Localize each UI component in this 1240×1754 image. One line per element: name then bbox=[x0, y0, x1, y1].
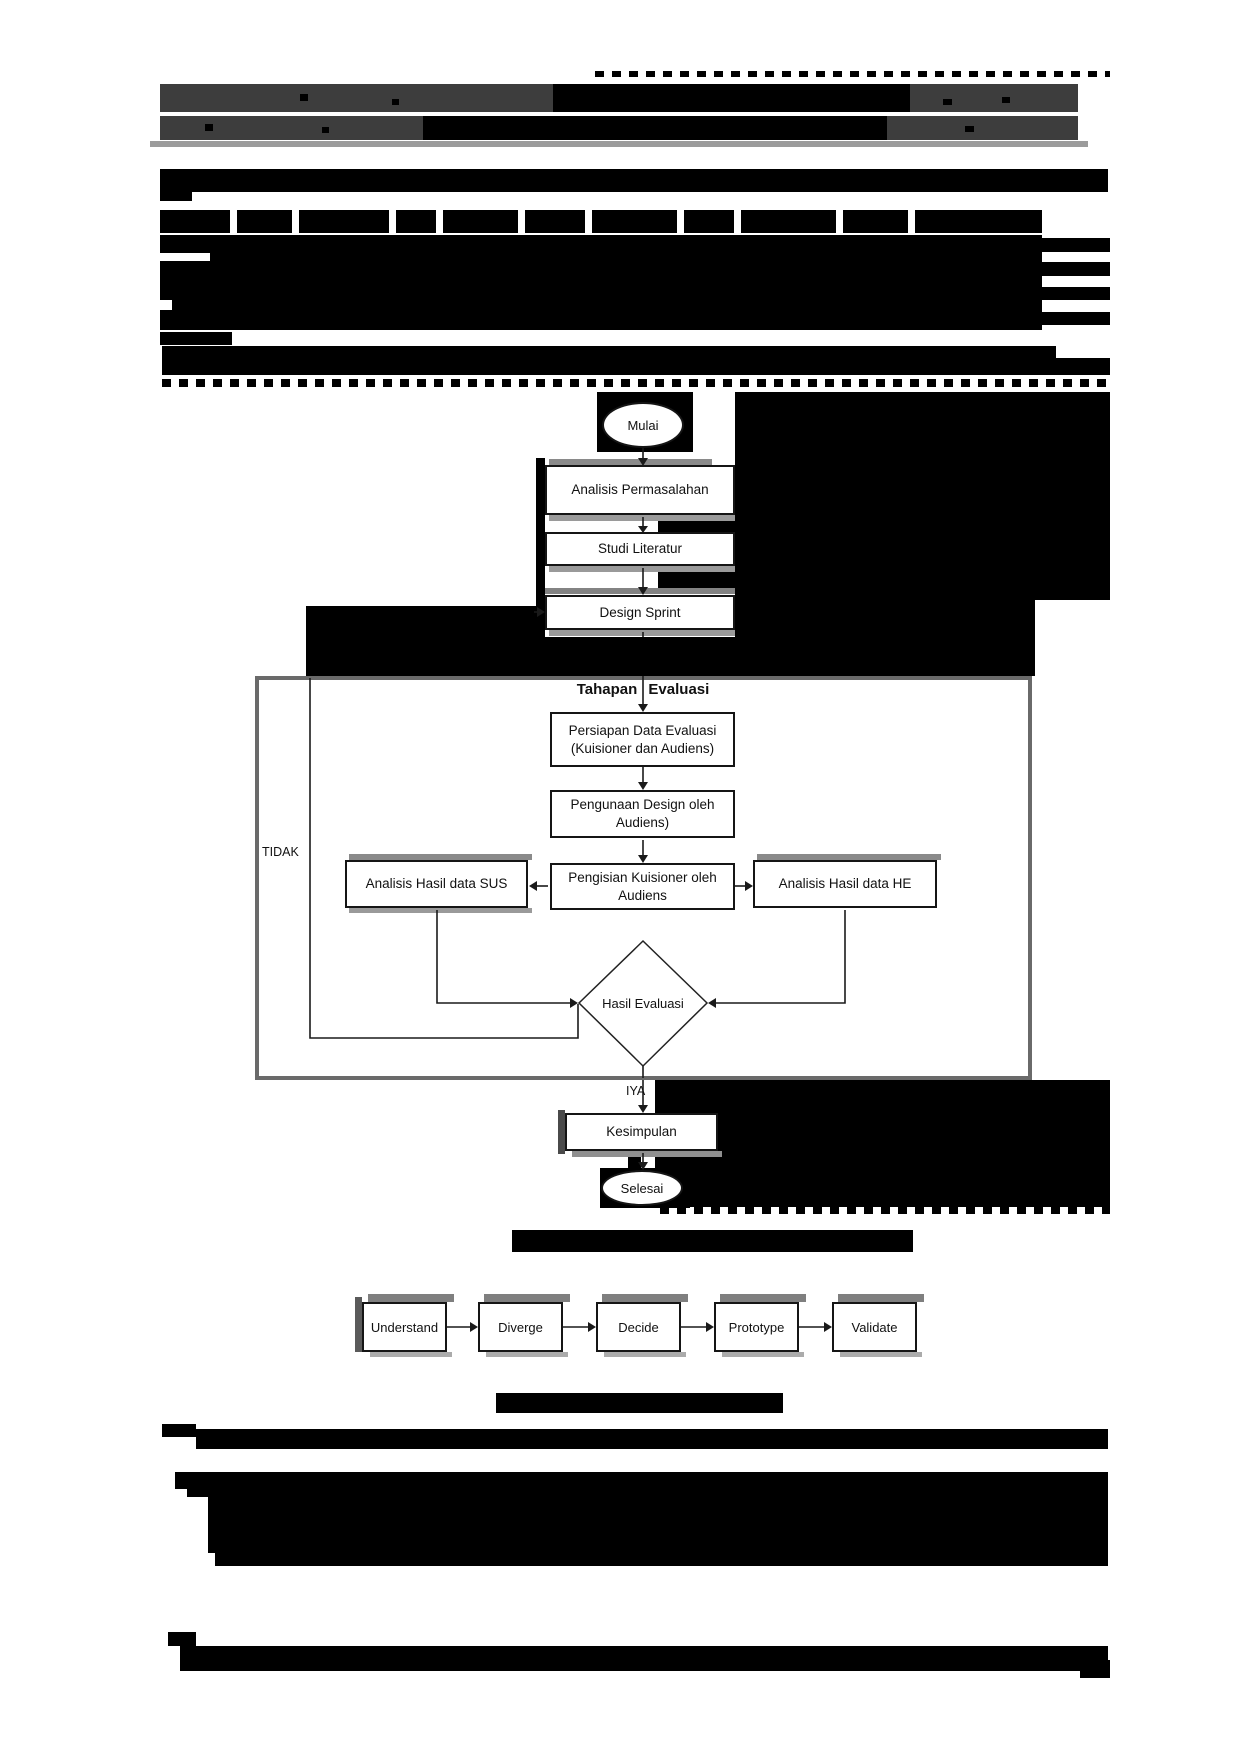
redacted-header-dashes bbox=[595, 71, 1110, 77]
redacted-issn-block2 bbox=[887, 116, 1078, 140]
step-analisis-permasalahan: Analisis Permasalahan bbox=[545, 465, 735, 515]
redacted-box-left-strip bbox=[536, 458, 545, 637]
end-node: Selesai bbox=[601, 1170, 683, 1206]
start-label: Mulai bbox=[627, 417, 659, 433]
redacted-journal-name bbox=[160, 84, 553, 112]
decision-label: Hasil Evaluasi bbox=[602, 996, 684, 1011]
box-analisis-sus: Analisis Hasil data SUS bbox=[345, 860, 528, 908]
start-node: Mulai bbox=[602, 402, 684, 448]
redacted-paragraph-a bbox=[196, 1429, 1108, 1449]
label-tidak: TIDAK bbox=[262, 845, 299, 859]
sprint-stage-understand: Understand bbox=[362, 1302, 447, 1352]
redacted-paragraph-c-end bbox=[1080, 1660, 1110, 1678]
step-pengisian-kuisioner: Pengisian Kuisioner oleh Audiens bbox=[550, 863, 735, 910]
sprint-stage-prototype: Prototype bbox=[714, 1302, 799, 1352]
redacted-figure1-caption bbox=[512, 1230, 913, 1252]
step-pengunaan-design: Pengunaan Design oleh Audiens) bbox=[550, 790, 735, 838]
redacted-abstract bbox=[160, 235, 1042, 330]
redacted-paragraph-b1 bbox=[175, 1472, 1108, 1489]
decision-diamond bbox=[577, 939, 709, 1068]
box-analisis-he: Analisis Hasil data HE bbox=[753, 860, 937, 908]
step-kesimpulan: Kesimpulan bbox=[565, 1113, 718, 1151]
redacted-paragraph-a-tab bbox=[162, 1424, 196, 1437]
redacted-paragraph-c-tab bbox=[168, 1632, 196, 1646]
step-studi-literatur: Studi Literatur bbox=[545, 532, 735, 566]
redacted-paragraph-c bbox=[180, 1646, 1108, 1671]
header-rule bbox=[150, 141, 1088, 147]
sprint-stage-validate: Validate bbox=[832, 1302, 917, 1352]
step-design-sprint: Design Sprint bbox=[545, 595, 735, 630]
end-label: Selesai bbox=[620, 1180, 664, 1196]
redacted-paragraph-band bbox=[162, 346, 1110, 375]
redacted-block-right-of-iya bbox=[655, 1080, 1110, 1207]
redacted-issn-block bbox=[910, 84, 1078, 112]
redacted-header-bar2 bbox=[423, 116, 887, 140]
redacted-header-bar bbox=[553, 84, 910, 112]
redacted-figure2-caption bbox=[496, 1393, 783, 1413]
redacted-paragraph-b4 bbox=[215, 1553, 1108, 1566]
sprint-stage-decide: Decide bbox=[596, 1302, 681, 1352]
step-persiapan-data: Persiapan Data Evaluasi (Kuisioner dan A… bbox=[550, 712, 735, 767]
redacted-meta-line bbox=[160, 169, 1108, 192]
redacted-title bbox=[160, 210, 1042, 233]
sprint-stage-diverge: Diverge bbox=[478, 1302, 563, 1352]
redacted-paragraph-b3 bbox=[208, 1497, 1108, 1553]
redacted-meta-tab bbox=[160, 192, 192, 201]
arrowheads bbox=[470, 458, 832, 1332]
redacted-journal-line2 bbox=[160, 116, 423, 140]
redacted-text-dashes bbox=[162, 379, 1110, 387]
label-iya: IYA bbox=[626, 1084, 646, 1098]
redacted-right-column bbox=[735, 392, 1110, 600]
redacted-paragraph-b2 bbox=[187, 1489, 1108, 1497]
redacted-band-below-design bbox=[306, 637, 1035, 676]
redacted-keywords-line bbox=[160, 332, 232, 345]
container-title: Tahapan Evaluasi bbox=[576, 681, 710, 698]
